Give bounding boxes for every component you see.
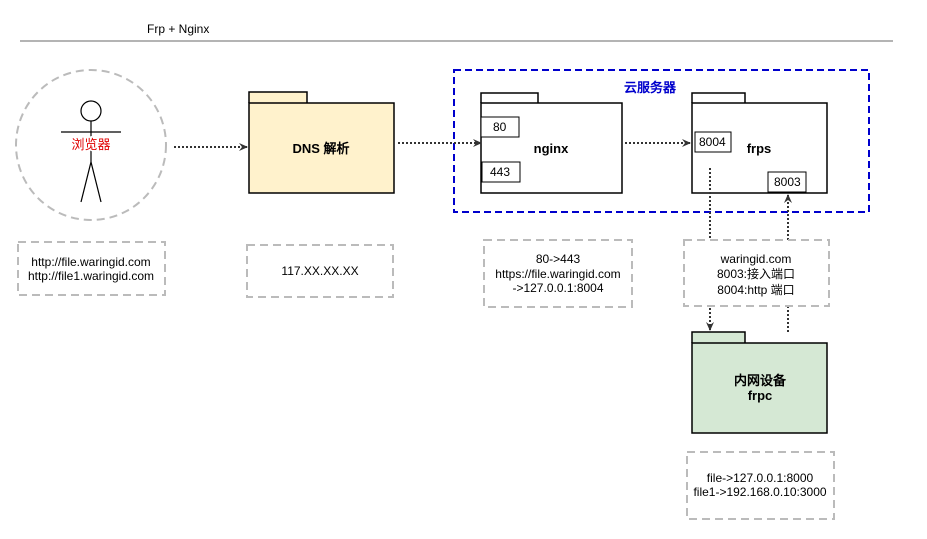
note-frpc-line2: file1->192.168.0.10:3000 <box>693 485 826 499</box>
frps-port-8003-box <box>767 171 807 193</box>
frps-port-8004: 8004 <box>699 135 726 149</box>
nginx-node[interactable]: nginx 80 443 <box>480 92 623 194</box>
nginx-folder-tab <box>480 92 539 103</box>
note-dns: 117.XX.XX.XX <box>246 244 394 298</box>
frps-node[interactable]: frps 8004 8003 <box>691 92 828 194</box>
frpc-node[interactable]: 内网设备 frpc <box>691 331 828 434</box>
dns-node[interactable]: DNS 解析 <box>248 91 395 194</box>
note-frpc-line1: file->127.0.0.1:8000 <box>707 471 814 485</box>
nginx-port-443-box <box>481 161 521 183</box>
cloud-server-border <box>453 69 870 213</box>
note-frps-line1: waringid.com <box>720 252 792 266</box>
nginx-port-443: 443 <box>490 165 510 179</box>
nginx-port-80-box <box>480 116 520 138</box>
cloud-server-label: 云服务器 <box>624 80 677 95</box>
diagram-title: Frp + Nginx <box>147 22 209 36</box>
nginx-label: nginx <box>534 141 569 156</box>
dns-folder-body <box>248 102 395 194</box>
note-nginx-line3: ->127.0.0.1:8004 <box>512 281 603 295</box>
frps-folder-tab <box>691 92 746 103</box>
note-frps: waringid.com 8003:接入端口 8004:http 端口 <box>683 239 830 307</box>
note-nginx-line2: https://file.waringid.com <box>495 267 620 281</box>
note-nginx: 80->443 https://file.waringid.com ->127.… <box>483 239 633 308</box>
frps-port-8004-box <box>694 131 732 153</box>
note-browser-line2: http://file1.waringid.com <box>28 269 154 283</box>
stick-figure-icon <box>61 100 121 203</box>
note-frps-line3: 8004:http 端口 <box>717 283 794 297</box>
cloud-server-group: 云服务器 <box>453 69 870 213</box>
frpc-folder-tab <box>691 331 746 343</box>
frpc-label-line1: 内网设备 <box>734 373 787 388</box>
frpc-folder-body <box>691 342 828 434</box>
note-frpc: file->127.0.0.1:8000 file1->192.168.0.10… <box>686 451 835 520</box>
note-nginx-line1: 80->443 <box>536 252 581 266</box>
note-browser: http://file.waringid.com http://file1.wa… <box>17 241 166 296</box>
dns-label: DNS 解析 <box>292 141 349 156</box>
browser-actor[interactable]: 浏览器 <box>15 69 167 221</box>
browser-label: 浏览器 <box>71 137 110 152</box>
dns-folder-tab <box>248 91 308 103</box>
frps-label: frps <box>747 141 772 156</box>
frps-port-8003: 8003 <box>774 175 801 189</box>
nginx-port-80: 80 <box>493 120 507 134</box>
frpc-label-line2: frpc <box>748 388 773 403</box>
note-browser-line1: http://file.waringid.com <box>31 255 150 269</box>
note-frps-line2: 8003:接入端口 <box>717 266 795 281</box>
note-dns-line1: 117.XX.XX.XX <box>281 264 358 278</box>
